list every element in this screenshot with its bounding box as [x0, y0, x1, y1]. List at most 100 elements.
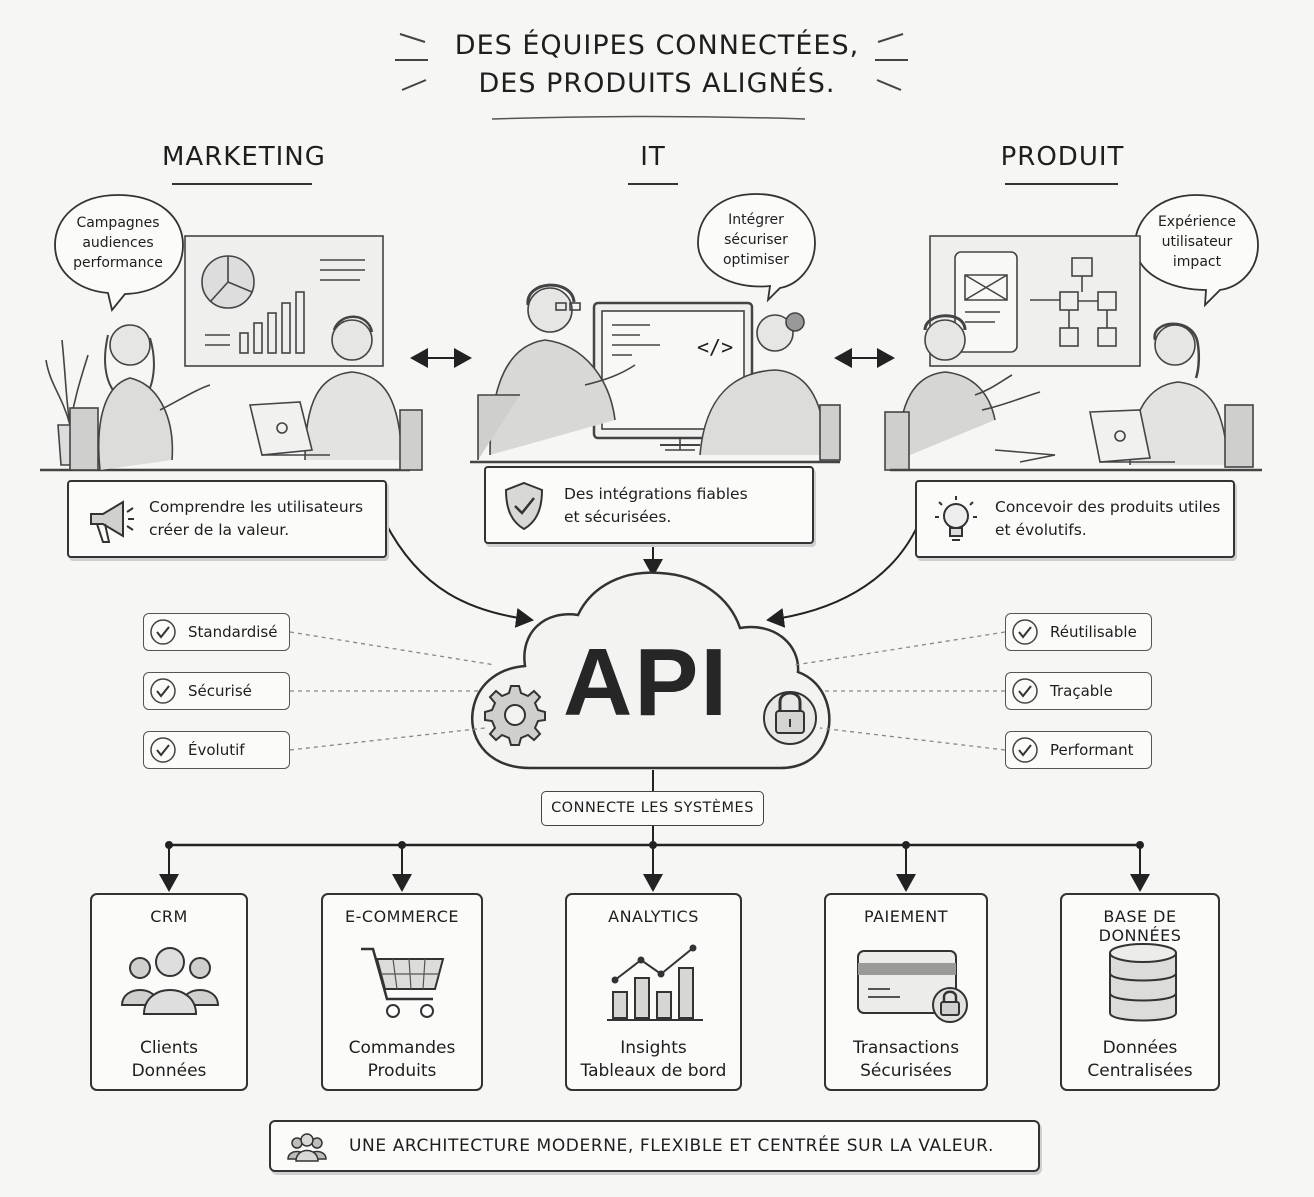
bubble-line: performance [73, 255, 163, 271]
bubble-line: impact [1172, 254, 1222, 270]
system-line: Données [131, 1061, 207, 1081]
marketing-scene [40, 235, 423, 472]
system-box-ecommerce: E-COMMERCE Commandes Produits [321, 893, 483, 1091]
bubble-line: Expérience [1157, 214, 1237, 230]
card-text-produit: Concevoir des produits utiles et évoluti… [995, 496, 1220, 542]
system-line: Transactions [852, 1038, 960, 1058]
system-title: BASE DE DONNÉES [1098, 907, 1182, 945]
title-underline [491, 115, 806, 120]
quality-pill-right-3: Performant [1005, 731, 1152, 769]
bubble-produit [1134, 194, 1259, 308]
card-text-it: Des intégrations fiables et sécurisées. [564, 483, 748, 529]
quality-pill-right-1: Réutilisable [1005, 613, 1152, 651]
system-box-crm: CRM Clients Données [90, 893, 248, 1091]
system-line: Tableaux de bord [580, 1061, 727, 1081]
system-box-paiement: PAIEMENT Transactions Sécurisées [824, 893, 988, 1091]
system-line: Sécurisées [860, 1061, 952, 1081]
banner-text: UNE ARCHITECTURE MODERNE, FLEXIBLE ET CE… [349, 1136, 994, 1156]
card-line: et évolutifs. [995, 521, 1087, 539]
system-line: Clients [139, 1038, 199, 1058]
card-produit: Concevoir des produits utiles et évoluti… [915, 480, 1235, 558]
card-marketing: Comprendre les utilisateurs créer de la … [67, 480, 387, 558]
api-label: API [563, 629, 730, 736]
bottom-banner: UNE ARCHITECTURE MODERNE, FLEXIBLE ET CE… [269, 1120, 1040, 1172]
bubble-text-it: Intégrer sécuriser optimiser [700, 210, 812, 270]
checkmark-icon [1012, 737, 1038, 763]
checkmark-icon [150, 737, 176, 763]
card-line: Des intégrations fiables [564, 485, 748, 503]
database-icon [1109, 943, 1177, 1022]
credit-card-lock-icon [857, 950, 968, 1023]
team-icon [287, 1133, 327, 1162]
quality-label: Réutilisable [1050, 623, 1137, 641]
quality-pill-left-3: Évolutif [143, 731, 290, 769]
users-icon [120, 947, 220, 1015]
quality-pill-left-2: Sécurisé [143, 672, 290, 710]
checkmark-icon [150, 678, 176, 704]
arrow-produit-api [766, 524, 919, 628]
team-heading-it: IT [640, 142, 666, 172]
bubble-line: audiences [82, 235, 154, 251]
system-line: Centralisées [1087, 1061, 1193, 1081]
shield-check-icon [504, 481, 544, 531]
chart-icon [607, 944, 703, 1021]
lightbulb-icon [935, 496, 977, 541]
system-box-database: BASE DE DONNÉES Données Centralisées [1060, 893, 1220, 1091]
produit-scene [884, 235, 1262, 472]
bubble-line: optimiser [722, 252, 790, 268]
quality-pill-left-1: Standardisé [143, 613, 290, 651]
quality-pill-right-2: Traçable [1005, 672, 1152, 710]
bubble-text-produit: Expérience utilisateur impact [1138, 212, 1256, 272]
system-desc: Commandes Produits [323, 1037, 481, 1083]
card-line: et sécurisées. [564, 508, 672, 526]
system-line: Commandes [348, 1038, 456, 1058]
system-desc: Transactions Sécurisées [826, 1037, 986, 1083]
arrow-marketing-api [384, 521, 534, 628]
card-it: Des intégrations fiables et sécurisées. [484, 466, 814, 544]
quality-label: Traçable [1050, 682, 1113, 700]
bubble-line: Campagnes [76, 215, 160, 231]
padlock-icon [763, 691, 817, 745]
megaphone-icon [90, 500, 134, 543]
bubble-line: sécuriser [724, 232, 788, 248]
system-title: E-COMMERCE [345, 907, 459, 926]
quality-connectors [289, 631, 1006, 751]
card-line: créer de la valeur. [149, 521, 290, 539]
card-line: Concevoir des produits utiles [995, 498, 1221, 516]
api-cloud [471, 571, 831, 770]
system-desc: Clients Données [92, 1037, 246, 1083]
system-line: Insights [620, 1038, 687, 1058]
title-flourish-left [395, 33, 428, 91]
screen-code: </> [697, 335, 734, 359]
checkmark-icon [1012, 678, 1038, 704]
checkmark-icon [1012, 619, 1038, 645]
system-desc: Insights Tableaux de bord [567, 1037, 740, 1083]
bubble-line: utilisateur [1161, 234, 1233, 250]
bubble-it [697, 193, 816, 303]
bubble-line: Intégrer [728, 212, 784, 228]
quality-label: Standardisé [188, 623, 278, 641]
checkmark-icon [150, 619, 176, 645]
card-text-marketing: Comprendre les utilisateurs créer de la … [149, 496, 363, 542]
system-line: Produits [367, 1061, 437, 1081]
system-line: Données [1102, 1038, 1178, 1058]
system-box-analytics: ANALYTICS Insights Tableaux de bord [565, 893, 742, 1091]
bus-drops [159, 845, 1150, 892]
connector-label: CONNECTE LES SYSTÈMES [541, 791, 764, 826]
title-line-2: DES PRODUITS ALIGNÉS. [478, 68, 836, 99]
bubble-marketing [54, 194, 184, 312]
card-line: Comprendre les utilisateurs [149, 498, 364, 516]
quality-label: Performant [1050, 741, 1134, 759]
system-title: PAIEMENT [863, 907, 949, 926]
bubble-text-marketing: Campagnes audiences performance [58, 213, 178, 273]
system-title: CRM [150, 907, 188, 926]
team-heading-produit: PRODUIT [1000, 142, 1125, 172]
it-scene [470, 283, 841, 464]
quality-label: Évolutif [188, 741, 245, 759]
title-flourish-right [875, 33, 908, 91]
gear-icon [484, 685, 546, 746]
system-desc: Données Centralisées [1062, 1037, 1218, 1083]
team-heading-marketing: MARKETING [162, 142, 326, 172]
system-title: ANALYTICS [608, 907, 699, 926]
